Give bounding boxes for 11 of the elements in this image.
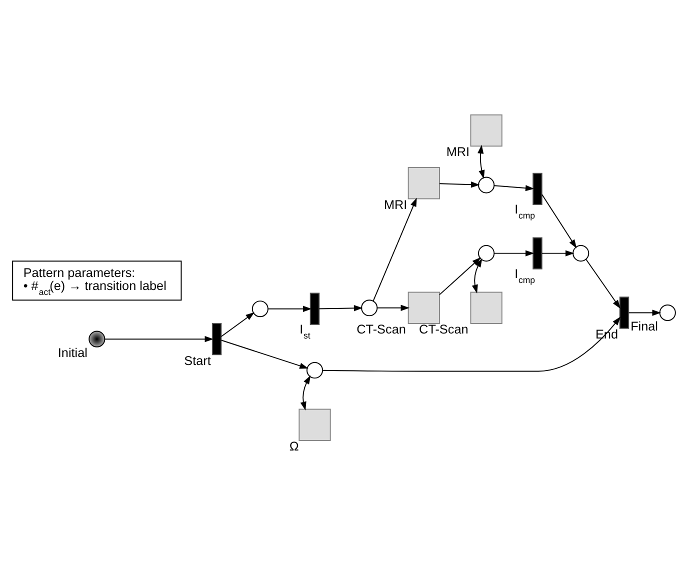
node-label: Initial	[58, 346, 88, 360]
node-label: I$_{cmp}$	[514, 202, 536, 221]
node-label: CT-Scan	[356, 322, 406, 337]
node-label: Final	[630, 320, 658, 334]
node-label: MRI	[446, 145, 470, 160]
node-label: Ω	[289, 440, 299, 454]
node-label: MRI	[384, 198, 408, 212]
node-label: CT-Scan	[419, 322, 468, 337]
node-label: I$_{st}$	[300, 322, 310, 341]
node-label: I$_{cmp}$	[514, 267, 536, 286]
node-label: Start	[184, 354, 211, 368]
